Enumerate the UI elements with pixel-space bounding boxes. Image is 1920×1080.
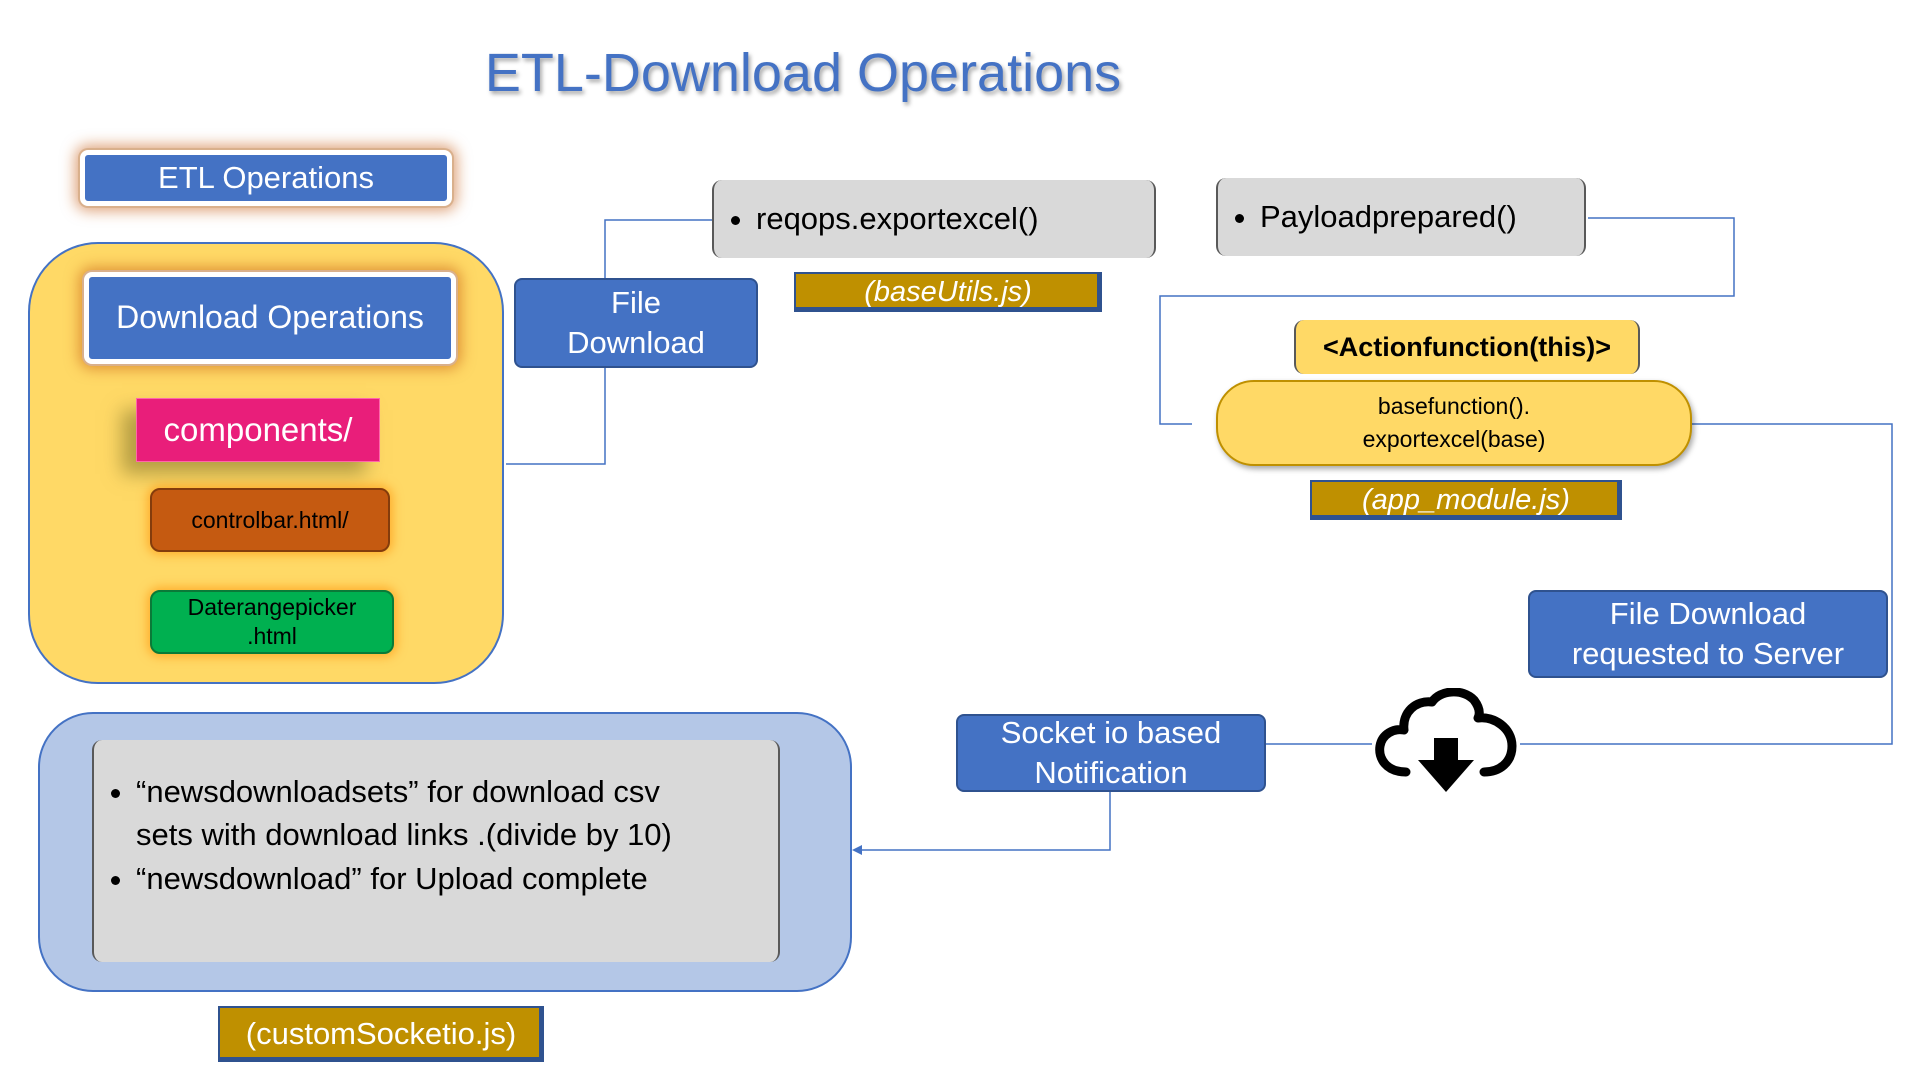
app-module-file-tag: (app_module.js): [1310, 480, 1622, 520]
basefunction-line2: exportexcel(base): [1362, 426, 1546, 452]
daterangepicker-file-label: Daterangepicker .html: [150, 590, 394, 654]
file-download-line2: Download: [567, 325, 705, 360]
reqops-brace-box: reqops.exportexcel(): [712, 180, 1156, 258]
socket-line2: Notification: [1034, 755, 1188, 790]
daterangepicker-line1: Daterangepicker: [187, 594, 357, 621]
notifications-brace-box: “newsdownloadsets” for download csv sets…: [92, 740, 780, 962]
server-request-line2: requested to Server: [1571, 636, 1845, 671]
server-request-box[interactable]: File Download requested to Server: [1528, 590, 1888, 678]
item2-text: “newsdownload” for Upload complete: [136, 860, 648, 896]
basefunction-line1: basefunction().: [1377, 392, 1531, 419]
controlbar-file-label: controlbar.html/: [150, 488, 390, 552]
actionfunction-header: <Actionfunction(this)>: [1294, 320, 1640, 374]
notification-item-newsdownload: “newsdownload” for Upload complete: [136, 857, 778, 900]
item1-line1: “newsdownloadsets” for download csv: [136, 774, 660, 809]
baseutils-file-tag: (baseUtils.js): [794, 272, 1102, 312]
cloud-download-icon: [1375, 688, 1517, 792]
socket-line1: Socket io based: [1000, 714, 1222, 750]
server-request-line1: File Download: [1609, 595, 1807, 631]
basefunction-brace-box: basefunction(). exportexcel(base): [1216, 380, 1692, 466]
item1-line2: sets with download links .(divide by 10): [136, 817, 672, 853]
file-download-line1: File: [611, 284, 661, 320]
customsocketio-file-tag: (customSocketio.js): [218, 1006, 544, 1062]
download-operations-button[interactable]: Download Operations: [84, 272, 456, 364]
socket-notification-box[interactable]: Socket io based Notification: [956, 714, 1266, 792]
file-download-box[interactable]: File Download: [514, 278, 758, 368]
payload-brace-box: Payloadprepared(): [1216, 178, 1586, 256]
reqops-bullet: reqops.exportexcel(): [756, 201, 1039, 237]
etl-operations-button[interactable]: ETL Operations: [80, 150, 452, 206]
daterangepicker-line2: .html: [247, 623, 297, 649]
page-title: ETL-Download Operations: [484, 43, 1122, 103]
components-folder-label: components/: [136, 398, 380, 462]
notification-item-newsdownloadsets: “newsdownloadsets” for download csv sets…: [136, 770, 778, 857]
payload-bullet: Payloadprepared(): [1260, 199, 1517, 235]
